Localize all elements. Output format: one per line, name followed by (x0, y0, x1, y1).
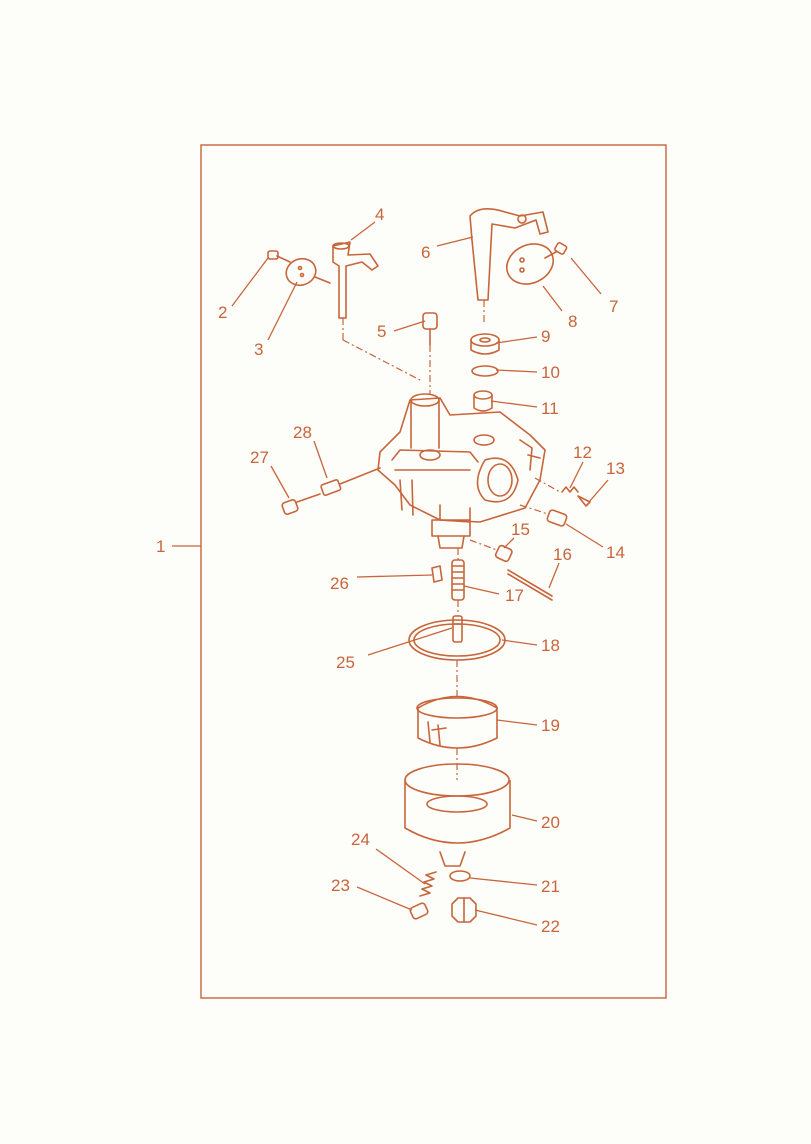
part-8-throttle-plate (506, 243, 554, 285)
callout-20: 20 (541, 813, 560, 832)
part-18-gasket (408, 619, 506, 661)
callout-8: 8 (568, 312, 577, 331)
callout-1: 1 (156, 537, 165, 556)
part-24-spring (419, 871, 437, 897)
callout-26: 26 (330, 574, 349, 593)
part-13-needle (577, 495, 591, 507)
callout-22: 22 (541, 917, 560, 936)
part-10-washer (471, 365, 499, 377)
part-14-screw (519, 504, 568, 527)
callout-25: 25 (336, 653, 355, 672)
part-27-screw (281, 493, 321, 515)
callout-17: 17 (505, 586, 524, 605)
callout-18: 18 (541, 636, 560, 655)
part-3-choke-plate (285, 257, 331, 287)
callout-3: 3 (254, 340, 263, 359)
callout-21: 21 (541, 877, 560, 896)
part-16-float-pin (507, 569, 553, 601)
callout-16: 16 (553, 545, 572, 564)
part-11-bushing (473, 390, 493, 412)
part-2-screw (267, 250, 291, 263)
callout-7: 7 (609, 297, 618, 316)
part-25-main-jet (452, 600, 463, 643)
callout-5: 5 (377, 322, 386, 341)
carburetor-body (377, 393, 546, 549)
part-20-float-bowl (404, 763, 511, 867)
callout-24: 24 (351, 830, 370, 849)
callouts: 2 3 4 5 6 7 8 9 10 11 12 13 14 15 16 17 … (218, 205, 625, 936)
part-12-spring (534, 477, 579, 493)
part-5-idle-screw (422, 312, 438, 346)
part-7-screw (544, 241, 568, 259)
part-26-jet (431, 565, 443, 583)
callout-27: 27 (250, 448, 269, 467)
callout-4: 4 (375, 205, 384, 224)
callout-6: 6 (421, 243, 430, 262)
leader-lines (231, 221, 609, 926)
part-23-screw (409, 902, 429, 920)
part-21-washer (449, 870, 471, 882)
part-19-float (416, 695, 498, 749)
part-28-screw (320, 467, 381, 497)
callout-23: 23 (331, 876, 350, 895)
callout-9: 9 (541, 327, 550, 346)
callout-2: 2 (218, 303, 227, 322)
part-22-nut (451, 897, 477, 923)
part-4-choke-shaft (332, 241, 421, 381)
callout-13: 13 (606, 459, 625, 478)
part-17-nozzle (451, 548, 465, 601)
part-6-throttle-lever (469, 208, 549, 325)
callout-28: 28 (293, 423, 312, 442)
callout-11: 11 (541, 399, 559, 418)
callout-15: 15 (511, 520, 530, 539)
assembly-frame (200, 144, 667, 999)
part-15-plug (469, 539, 513, 563)
callout-14: 14 (606, 543, 625, 562)
callout-19: 19 (541, 716, 560, 735)
part-9-seal (470, 333, 500, 355)
callout-10: 10 (541, 363, 560, 382)
parts-drawing (267, 208, 591, 923)
callout-12: 12 (573, 443, 592, 462)
